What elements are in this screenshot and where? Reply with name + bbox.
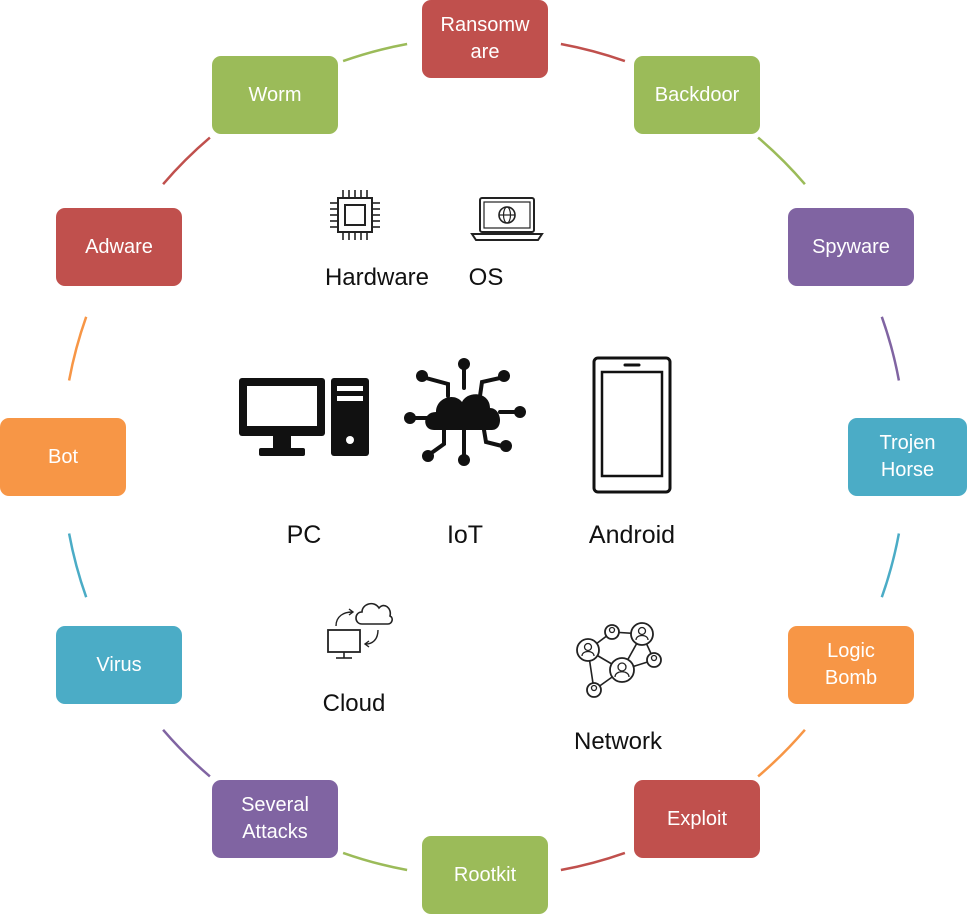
connector-arc	[67, 533, 88, 598]
threat-node-logic-bomb[interactable]: Logic Bomb	[788, 626, 914, 704]
platform-label-android: Android	[588, 521, 676, 549]
threat-node-ransomware[interactable]: Ransomw are	[422, 0, 548, 78]
connector-arc	[342, 42, 408, 63]
connector-arc	[342, 851, 408, 872]
connector-arc	[880, 316, 901, 381]
connector-arc	[162, 728, 211, 778]
threat-node-adware[interactable]: Adware	[56, 208, 182, 286]
platform-label-iot: IoT	[446, 521, 484, 549]
people-network-icon	[576, 622, 662, 698]
cloud-network-icon	[404, 358, 526, 466]
connector-arc	[757, 136, 806, 186]
connector-arc	[757, 728, 806, 778]
platform-label-pc: PC	[286, 521, 322, 549]
connector-arc	[880, 533, 901, 598]
chip-icon	[330, 190, 380, 240]
platform-label-hardware: Hardware	[324, 264, 430, 291]
threat-node-virus[interactable]: Virus	[56, 626, 182, 704]
connector-arc	[560, 851, 626, 872]
threat-node-bot[interactable]: Bot	[0, 418, 126, 496]
threat-node-worm[interactable]: Worm	[212, 56, 338, 134]
threat-node-trojen-horse[interactable]: Trojen Horse	[848, 418, 967, 496]
threat-node-rootkit[interactable]: Rootkit	[422, 836, 548, 914]
threat-node-exploit[interactable]: Exploit	[634, 780, 760, 858]
cloud-sync-icon	[327, 602, 393, 659]
connector-arc	[162, 136, 211, 186]
threat-node-spyware[interactable]: Spyware	[788, 208, 914, 286]
platform-label-network: Network	[573, 728, 663, 755]
platform-label-os: OS	[468, 264, 504, 291]
desktop-pc-icon	[239, 378, 369, 456]
connector-arc	[560, 42, 626, 63]
connector-arc	[67, 316, 88, 381]
threat-node-backdoor[interactable]: Backdoor	[634, 56, 760, 134]
threat-node-several-attacks[interactable]: Several Attacks	[212, 780, 338, 858]
smartphone-icon	[592, 356, 672, 494]
laptop-globe-icon	[470, 197, 544, 241]
platform-label-cloud: Cloud	[322, 690, 386, 717]
